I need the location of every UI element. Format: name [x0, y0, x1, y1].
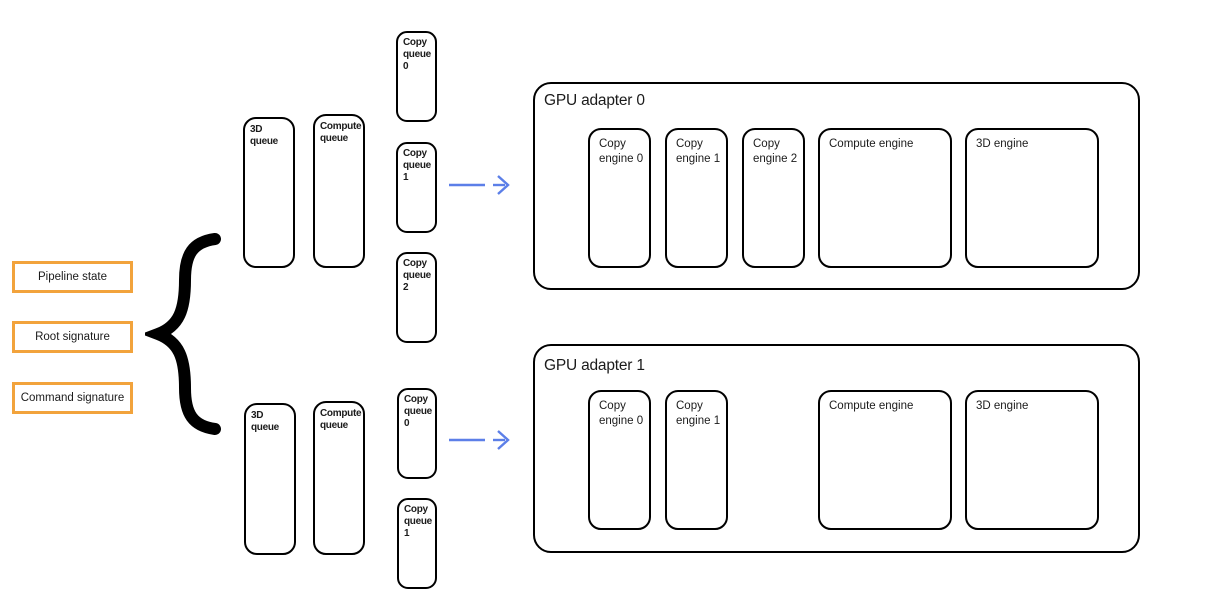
copy-queue-0-bottom-label: Copy queue 0	[404, 394, 432, 429]
queue-compute-bottom-label: Compute queue	[320, 408, 362, 431]
root-signature-box: Root signature	[12, 321, 133, 353]
adapter1-compute-engine-label: Compute engine	[829, 400, 914, 412]
adapter0-copy-engine-2-label: Copy engine 2	[753, 138, 798, 165]
gpu-adapter-1-title: GPU adapter 1	[544, 357, 645, 374]
adapter0-copy-engine-0-label: Copy engine 0	[599, 138, 644, 165]
copy-queue-2-top-label: Copy queue 2	[403, 258, 431, 293]
adapter0-copy-engine-0: Copy engine 0	[588, 128, 651, 268]
adapter1-copy-engine-0: Copy engine 0	[588, 390, 651, 530]
copy-queue-0-top: Copy queue 0	[396, 31, 437, 122]
queue-compute-top-label: Compute queue	[320, 121, 362, 144]
pipeline-state-box: Pipeline state	[12, 261, 133, 293]
gpu-adapter-0-title: GPU adapter 0	[544, 92, 645, 109]
adapter0-copy-engine-2: Copy engine 2	[742, 128, 805, 268]
adapter0-3d-engine: 3D engine	[965, 128, 1099, 268]
root-signature-label: Root signature	[35, 331, 110, 343]
adapter1-3d-engine-label: 3D engine	[976, 400, 1029, 412]
adapter0-copy-engine-1: Copy engine 1	[665, 128, 728, 268]
adapter0-compute-engine-label: Compute engine	[829, 138, 914, 150]
adapter1-copy-engine-1: Copy engine 1	[665, 390, 728, 530]
adapter0-compute-engine: Compute engine	[818, 128, 952, 268]
adapter0-copy-engine-1-label: Copy engine 1	[676, 138, 721, 165]
adapter1-copy-engine-1-label: Copy engine 1	[676, 400, 721, 427]
pipeline-state-label: Pipeline state	[37, 271, 108, 283]
gpu-adapter-1: GPU adapter 1 Copy engine 0 Copy engine …	[533, 344, 1140, 553]
copy-queue-1-bottom-label: Copy queue 1	[404, 504, 432, 539]
queue-compute-bottom: Compute queue	[313, 401, 365, 555]
gpu-adapter-0: GPU adapter 0 Copy engine 0 Copy engine …	[533, 82, 1140, 290]
command-signature-label: Command signature	[20, 392, 125, 404]
adapter1-compute-engine: Compute engine	[818, 390, 952, 530]
queue-compute-top: Compute queue	[313, 114, 365, 268]
adapter1-copy-engine-0-label: Copy engine 0	[599, 400, 644, 427]
queue-3d-bottom: 3D queue	[244, 403, 296, 555]
copy-queue-1-bottom: Copy queue 1	[397, 498, 437, 589]
copy-queue-0-top-label: Copy queue 0	[403, 37, 431, 72]
copy-queue-1-top: Copy queue 1	[396, 142, 437, 233]
copy-queue-0-bottom: Copy queue 0	[397, 388, 437, 479]
arrow-to-adapter-1	[449, 430, 510, 450]
adapter0-3d-engine-label: 3D engine	[976, 138, 1029, 150]
copy-queue-1-top-label: Copy queue 1	[403, 148, 431, 183]
curly-brace	[145, 233, 221, 435]
arrow-to-adapter-0	[449, 175, 510, 195]
queue-3d-top-label: 3D queue	[250, 124, 278, 147]
copy-queue-2-top: Copy queue 2	[396, 252, 437, 343]
adapter1-3d-engine: 3D engine	[965, 390, 1099, 530]
queue-3d-bottom-label: 3D queue	[251, 410, 279, 433]
command-signature-box: Command signature	[12, 382, 133, 414]
queue-3d-top: 3D queue	[243, 117, 295, 268]
